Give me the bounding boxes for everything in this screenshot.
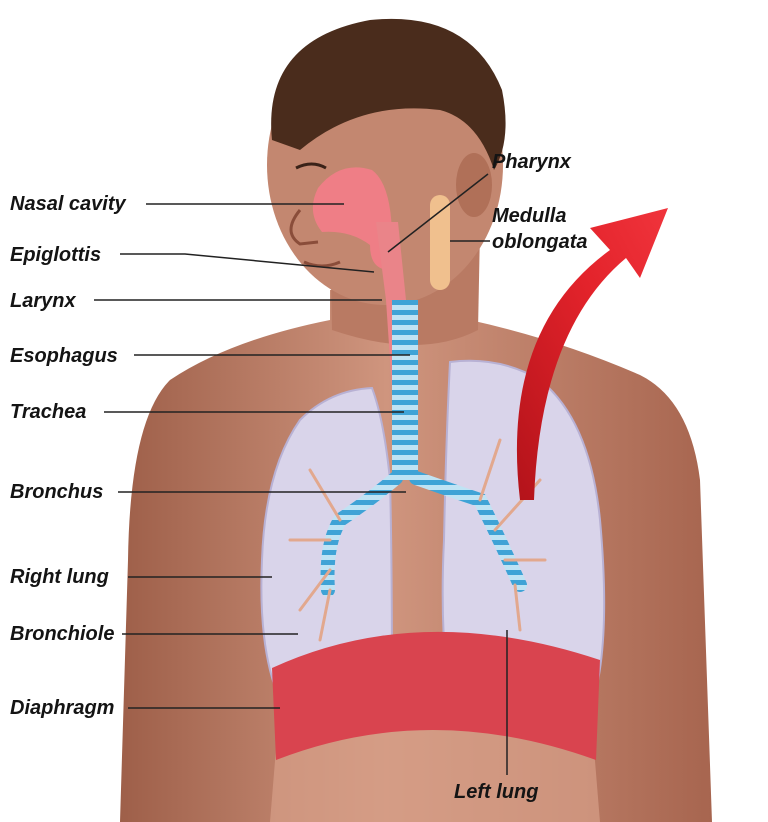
label-nasal-cavity: Nasal cavity [10,192,126,216]
trachea-shape [392,300,418,480]
label-medulla-line1: Medulla [492,204,566,228]
label-diaphragm: Diaphragm [10,696,114,720]
label-trachea: Trachea [10,400,86,424]
label-epiglottis: Epiglottis [10,243,101,267]
label-larynx: Larynx [10,289,76,313]
medulla-shape [430,195,450,290]
label-medulla-line2: oblongata [492,230,588,254]
label-pharynx: Pharynx [492,150,571,174]
label-esophagus: Esophagus [10,344,118,368]
label-right-lung: Right lung [10,565,109,589]
label-left-lung: Left lung [454,780,538,804]
label-bronchus: Bronchus [10,480,103,504]
label-bronchiole: Bronchiole [10,622,114,646]
